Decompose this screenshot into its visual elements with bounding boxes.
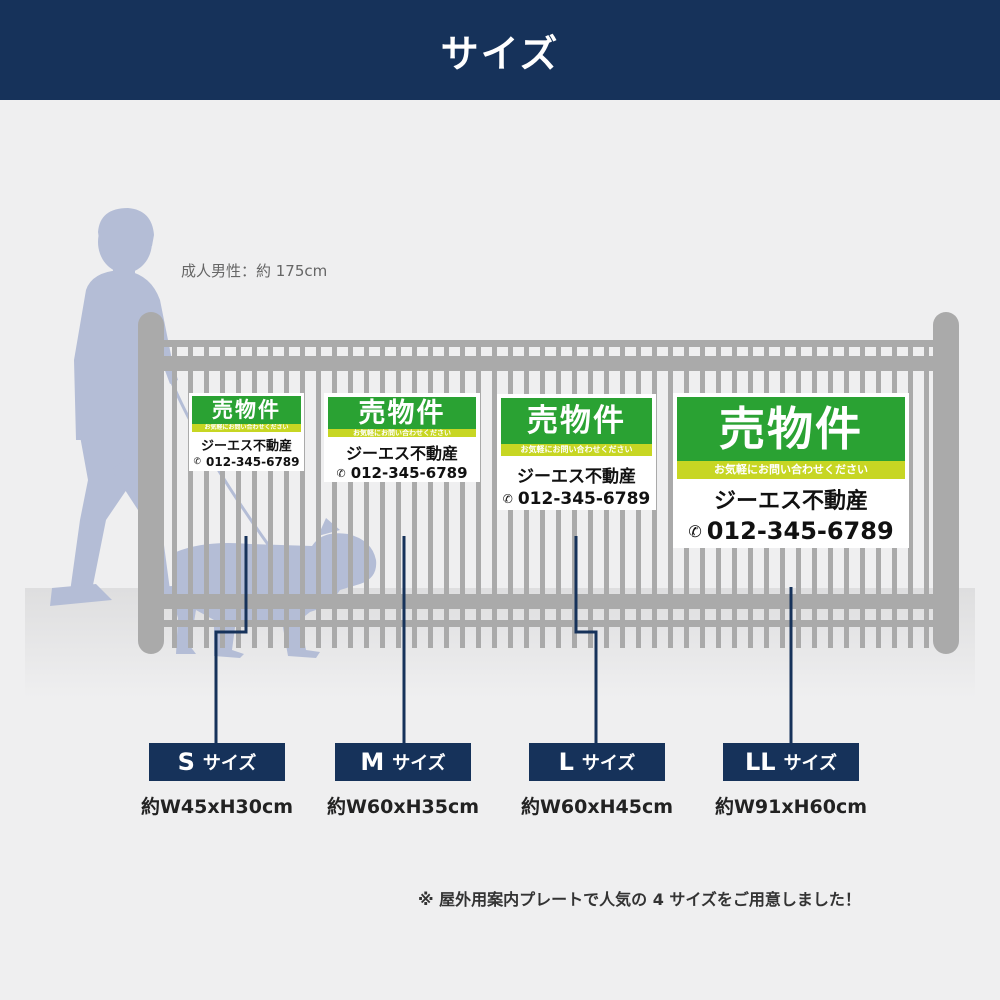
phone-icon: ✆ — [193, 457, 202, 467]
fence-bar — [188, 342, 193, 648]
plate-phone: ✆ 012-345-6789 — [193, 455, 299, 469]
plate-phone: ✆ 012-345-6789 — [503, 489, 650, 509]
fence-bar — [284, 342, 289, 648]
fence-bar — [220, 342, 225, 648]
size-word: サイズ — [202, 753, 257, 774]
plate-phone-number: 012-345-6789 — [350, 464, 468, 482]
plate-phone: ✆ 012-345-6789 — [688, 517, 893, 545]
plate-subtitle: お気軽にお問い合わせください — [328, 428, 476, 437]
page-title: サイズ — [440, 31, 560, 76]
plate-company: ジーエス不動産 — [713, 489, 868, 514]
size-word: サイズ — [783, 753, 838, 774]
plate-phone-number: 012-345-6789 — [517, 489, 651, 509]
fence-bar — [412, 342, 417, 648]
fence-bar — [924, 342, 929, 648]
size-label-l: L サイズ — [529, 743, 665, 781]
plate-phone-number: 012-345-6789 — [706, 517, 894, 545]
size-letter: LL — [744, 748, 776, 776]
fence-bar — [908, 342, 913, 648]
plate-s: 売物件 お気軽にお問い合わせください ジーエス不動産 ✆ 012-345-678… — [189, 393, 304, 471]
fence-bar — [204, 342, 209, 648]
size-dimensions-m: 約W60xH35cm — [326, 796, 480, 818]
fence-bar — [236, 342, 241, 648]
leader-line-l — [574, 536, 598, 743]
plate-phone-number: 012-345-6789 — [206, 455, 300, 469]
header-bar: サイズ — [0, 0, 1000, 100]
fence-bar — [428, 342, 433, 648]
fence-bar — [348, 342, 353, 648]
fence-bar — [300, 342, 305, 648]
phone-icon: ✆ — [336, 466, 346, 480]
plate-l: 売物件 お気軽にお問い合わせください ジーエス不動産 ✆ 012-345-678… — [497, 394, 656, 510]
fence-bar — [460, 342, 465, 648]
size-label-ll: LL サイズ — [723, 743, 859, 781]
size-word: サイズ — [581, 753, 636, 774]
dog-silhouette — [172, 518, 377, 658]
fence-bar — [380, 342, 385, 648]
fence-bar — [332, 342, 337, 648]
size-dimensions-s: 約W45xH30cm — [140, 796, 294, 818]
plate-company: ジーエス不動産 — [517, 467, 636, 487]
size-dimensions-l: 約W60xH45cm — [520, 796, 674, 818]
fence-bar — [316, 342, 321, 648]
footnote: ※ 屋外用案内プレートで人気の 4 サイズをご用意しました！ — [418, 890, 861, 909]
size-letter: L — [558, 748, 574, 776]
plate-title: 売物件 — [501, 398, 652, 444]
plate-company: ジーエス不動産 — [200, 439, 292, 454]
height-note: 成人男性：約 175cm — [181, 262, 328, 280]
plate-company: ジーエス不動産 — [345, 444, 458, 463]
plate-subtitle: お気軽にお問い合わせください — [192, 424, 301, 432]
size-dimensions-ll: 約W91xH60cm — [714, 796, 868, 818]
fence-bar — [396, 342, 401, 648]
size-label-s: S サイズ — [149, 743, 285, 781]
fence-bar — [172, 342, 177, 648]
fence-bar — [252, 342, 257, 648]
fence-bar — [364, 342, 369, 648]
phone-icon: ✆ — [502, 492, 513, 506]
plate-title: 売物件 — [677, 397, 905, 461]
plate-title: 売物件 — [328, 397, 476, 429]
plate-ll: 売物件 お気軽にお問い合わせください ジーエス不動産 ✆ 012-345-678… — [673, 393, 909, 548]
fence-bar — [268, 342, 273, 648]
plate-subtitle: お気軽にお問い合わせください — [677, 461, 905, 479]
size-word: サイズ — [392, 753, 446, 774]
plate-m: 売物件 お気軽にお問い合わせください ジーエス不動産 ✆ 012-345-678… — [324, 393, 480, 482]
fence-bar — [668, 342, 673, 648]
plate-title: 売物件 — [192, 396, 301, 424]
plate-subtitle: お気軽にお問い合わせください — [501, 444, 652, 456]
size-letter: M — [360, 748, 385, 776]
phone-icon: ✆ — [688, 521, 702, 541]
fence-bar — [492, 342, 497, 648]
size-letter: S — [177, 748, 195, 776]
fence-bar — [476, 342, 481, 648]
fence-bar — [444, 342, 449, 648]
leader-lines — [214, 536, 793, 743]
size-label-m: M サイズ — [335, 743, 471, 781]
plate-phone: ✆ 012-345-6789 — [336, 464, 467, 482]
leader-line-s — [214, 536, 248, 743]
